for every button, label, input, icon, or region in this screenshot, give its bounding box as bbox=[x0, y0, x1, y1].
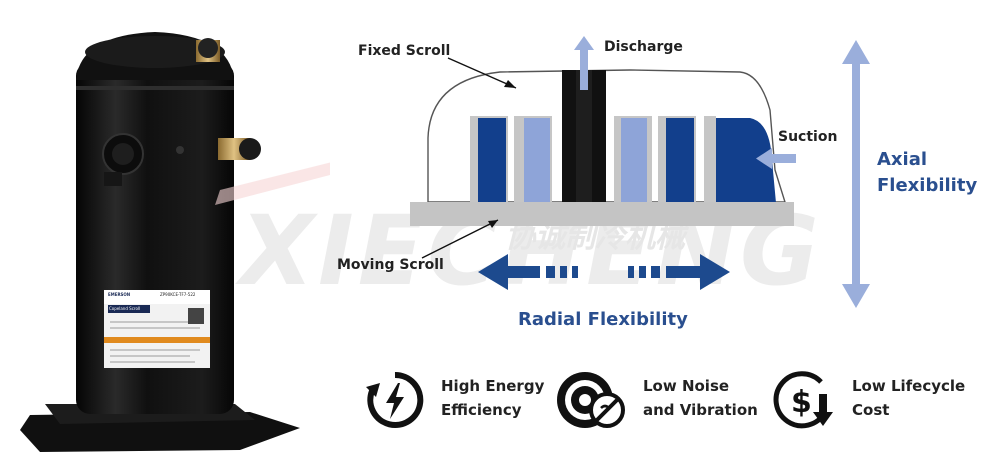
discharge-arrow bbox=[574, 36, 594, 50]
radial-flexibility-label: Radial Flexibility bbox=[518, 309, 688, 330]
radial-arrow-right bbox=[666, 254, 730, 290]
moving-scroll-leader bbox=[421, 219, 499, 259]
fixed-scroll-leader bbox=[447, 57, 517, 89]
feature-noise-line1: Low Noise bbox=[643, 377, 730, 395]
feature-cost-line2: Cost bbox=[852, 401, 890, 419]
energy-efficiency-icon bbox=[366, 371, 424, 428]
axial-flexibility-label-line2: Flexibility bbox=[877, 175, 978, 196]
feature-noise-line2: and Vibration bbox=[643, 401, 758, 419]
svg-text:$: $ bbox=[791, 385, 812, 420]
scroll-diagram bbox=[410, 36, 796, 290]
suction-pocket bbox=[716, 118, 776, 203]
compression-pocket bbox=[524, 118, 550, 203]
suction-label: Suction bbox=[778, 129, 838, 145]
compression-pocket bbox=[621, 118, 647, 203]
nameplate-brand: EMERSON bbox=[108, 292, 131, 297]
low-noise-icon bbox=[557, 372, 625, 428]
compression-pocket bbox=[478, 118, 506, 203]
radial-arrow-left bbox=[478, 254, 540, 290]
feature-energy-line1: High Energy bbox=[441, 377, 545, 395]
discharge-label: Discharge bbox=[604, 39, 683, 55]
low-cost-icon: $ bbox=[773, 371, 833, 429]
fixed-scroll-wrap bbox=[704, 116, 716, 203]
axial-flexibility-label-line1: Axial bbox=[877, 149, 928, 170]
nameplate-line: Copeland Scroll bbox=[109, 306, 141, 311]
feature-energy-line2: Efficiency bbox=[441, 401, 522, 419]
nameplate-model: ZP90KCE-TF7-522 bbox=[160, 292, 196, 297]
axial-arrow bbox=[842, 40, 870, 308]
suction-arrow bbox=[756, 148, 772, 169]
feature-cost-line1: Low Lifecycle bbox=[852, 377, 966, 395]
scroll-compressor-image bbox=[20, 32, 330, 452]
fixed-scroll-label: Fixed Scroll bbox=[358, 43, 451, 59]
moving-scroll-label: Moving Scroll bbox=[337, 257, 444, 273]
moving-scroll-plate bbox=[410, 202, 794, 226]
compression-pocket bbox=[666, 118, 694, 203]
